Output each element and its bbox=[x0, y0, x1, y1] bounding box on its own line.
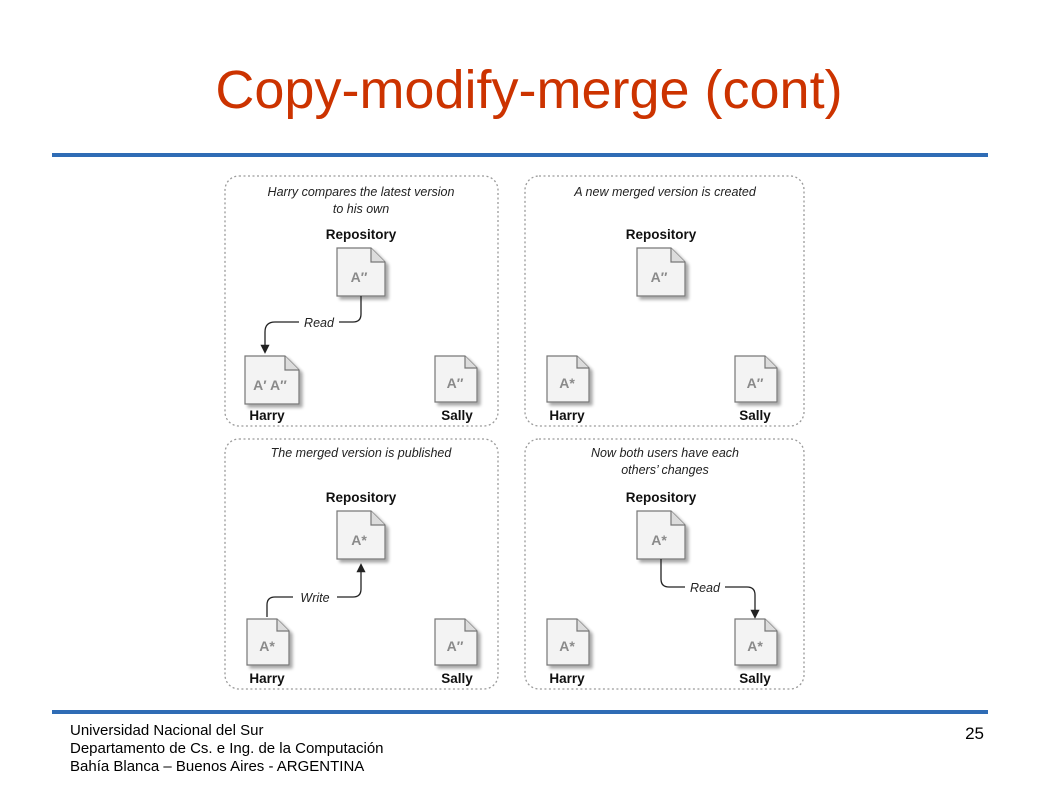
svg-text:A″: A″ bbox=[747, 375, 764, 391]
harry-label: Harry bbox=[249, 408, 285, 423]
panel-compare: Harry compares the latest version to his… bbox=[224, 175, 499, 427]
panel-caption-line2: others’ changes bbox=[621, 463, 709, 477]
panel-caption-line1: Now both users have each bbox=[591, 446, 739, 460]
title-divider bbox=[52, 153, 988, 157]
svg-text:A*: A* bbox=[559, 638, 575, 654]
panel-merged-created: A new merged version is created Reposito… bbox=[524, 175, 805, 427]
repository-document-icon: A″ bbox=[636, 247, 686, 297]
panel-both-users: Now both users have each others’ changes… bbox=[524, 438, 805, 690]
read-arrow-label: Read bbox=[690, 581, 721, 595]
write-arrow-label: Write bbox=[300, 591, 329, 605]
sally-document-icon: A″ bbox=[434, 355, 478, 403]
harry-document-icon: A* bbox=[246, 618, 290, 666]
svg-text:A*: A* bbox=[747, 638, 763, 654]
svg-text:A*: A* bbox=[651, 532, 667, 548]
footer-divider bbox=[52, 710, 988, 714]
sally-label: Sally bbox=[441, 408, 473, 423]
repository-label: Repository bbox=[326, 490, 397, 505]
panel-caption-line1: The merged version is published bbox=[271, 446, 453, 460]
panel-border bbox=[524, 175, 805, 427]
slide-title: Copy-modify-merge (cont) bbox=[215, 60, 843, 120]
harry-label: Harry bbox=[549, 408, 585, 423]
page-number: 25 bbox=[965, 724, 984, 743]
panel-caption-line2: to his own bbox=[333, 202, 389, 216]
footer-line-department: Departamento de Cs. e Ing. de la Computa… bbox=[70, 740, 384, 757]
panel-published: The merged version is published Reposito… bbox=[224, 438, 499, 690]
sally-document-icon: A* bbox=[734, 618, 778, 666]
svg-text:A″: A″ bbox=[447, 375, 464, 391]
svg-text:A″: A″ bbox=[447, 638, 464, 654]
svg-text:A′ A″: A′ A″ bbox=[253, 377, 287, 393]
panel-border bbox=[224, 175, 499, 427]
sally-label: Sally bbox=[739, 671, 771, 686]
footer-institution: Universidad Nacional del Sur Departament… bbox=[70, 722, 384, 776]
harry-label: Harry bbox=[249, 671, 285, 686]
repository-label: Repository bbox=[326, 227, 397, 242]
sally-label: Sally bbox=[441, 671, 473, 686]
footer-line-university: Universidad Nacional del Sur bbox=[70, 722, 264, 739]
harry-document-icon: A′ A″ bbox=[244, 355, 300, 405]
repository-document-icon: A* bbox=[636, 510, 686, 560]
repository-label: Repository bbox=[626, 490, 697, 505]
panel-caption-line1: Harry compares the latest version bbox=[268, 185, 455, 199]
harry-document-icon: A* bbox=[546, 355, 590, 403]
sally-document-icon: A″ bbox=[434, 618, 478, 666]
panel-border bbox=[224, 438, 499, 690]
repository-document-icon: A* bbox=[336, 510, 386, 560]
svg-text:A*: A* bbox=[351, 532, 367, 548]
svg-text:A″: A″ bbox=[651, 269, 668, 285]
read-arrow-label: Read bbox=[304, 316, 335, 330]
copy-modify-merge-diagram: Harry compares the latest version to his… bbox=[224, 175, 805, 690]
sally-document-icon: A″ bbox=[734, 355, 778, 403]
sally-label: Sally bbox=[739, 408, 771, 423]
svg-text:A*: A* bbox=[259, 638, 275, 654]
harry-document-icon: A* bbox=[546, 618, 590, 666]
panel-border bbox=[524, 438, 805, 690]
svg-text:A″: A″ bbox=[351, 269, 368, 285]
svg-text:A*: A* bbox=[559, 375, 575, 391]
footer-line-location: Bahía Blanca – Buenos Aires - ARGENTINA bbox=[70, 758, 365, 775]
repository-document-icon: A″ bbox=[336, 247, 386, 297]
harry-label: Harry bbox=[549, 671, 585, 686]
panel-caption-line1: A new merged version is created bbox=[573, 185, 757, 199]
repository-label: Repository bbox=[626, 227, 697, 242]
